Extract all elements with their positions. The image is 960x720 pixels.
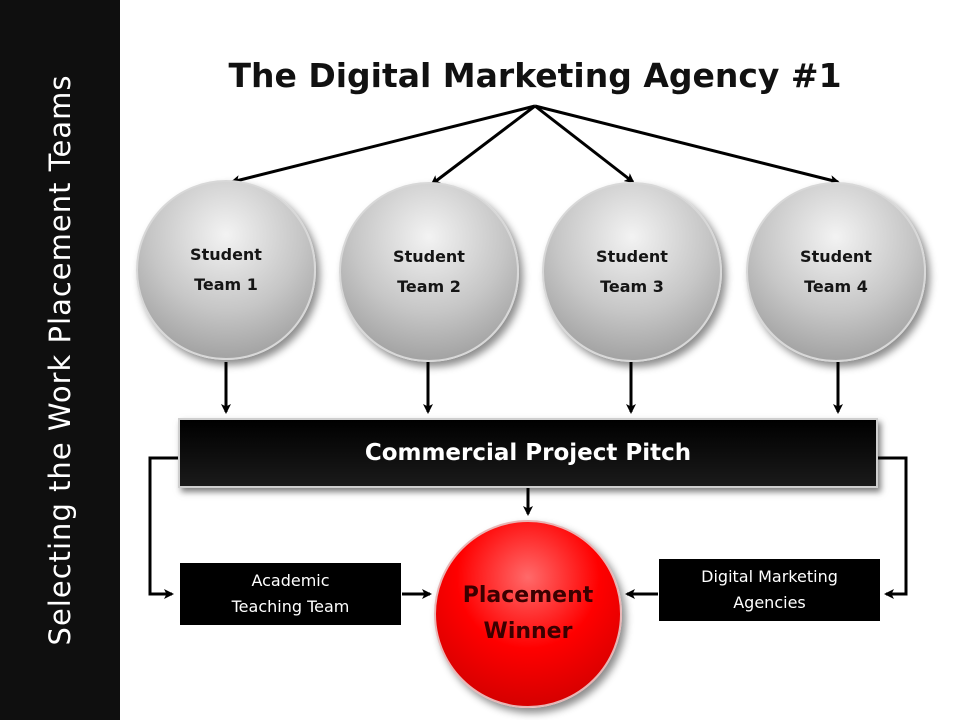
digital-marketing-agencies-label: Digital Marketing Agencies xyxy=(701,567,838,612)
arrow-pitch-to-agencies xyxy=(878,456,908,599)
academic-teaching-team-box: Academic Teaching Team xyxy=(180,563,401,625)
arrow-title-to-team-1 xyxy=(230,104,536,185)
pitch-label: Commercial Project Pitch xyxy=(364,440,692,466)
arrow-title-to-team-4 xyxy=(534,104,840,185)
student-team-2-label: Student Team 2 xyxy=(393,247,465,296)
student-team-1-label: Student Team 1 xyxy=(190,245,262,294)
placement-winner-label: Placement Winner xyxy=(462,583,594,644)
arrow-pitch-to-academic xyxy=(148,456,178,599)
digital-marketing-agencies-box: Digital Marketing Agencies xyxy=(659,559,880,621)
academic-teaching-team-label: Academic Teaching Team xyxy=(231,571,350,616)
student-team-2-circle: Student Team 2 xyxy=(339,182,519,362)
placement-winner-circle: Placement Winner xyxy=(434,520,622,708)
arrow-title-to-team-3 xyxy=(534,104,635,184)
commercial-project-pitch-box: Commercial Project Pitch xyxy=(178,418,878,488)
student-team-3-circle: Student Team 3 xyxy=(542,182,722,362)
student-team-3-label: Student Team 3 xyxy=(596,247,668,296)
student-team-4-label: Student Team 4 xyxy=(800,247,872,296)
diagram-title: The Digital Marketing Agency #1 xyxy=(228,56,842,95)
arrow-title-to-team-2 xyxy=(430,104,536,186)
student-team-4-circle: Student Team 4 xyxy=(746,182,926,362)
sidebar: Selecting the Work Placement Teams xyxy=(0,0,120,720)
student-team-1-circle: Student Team 1 xyxy=(136,180,316,360)
